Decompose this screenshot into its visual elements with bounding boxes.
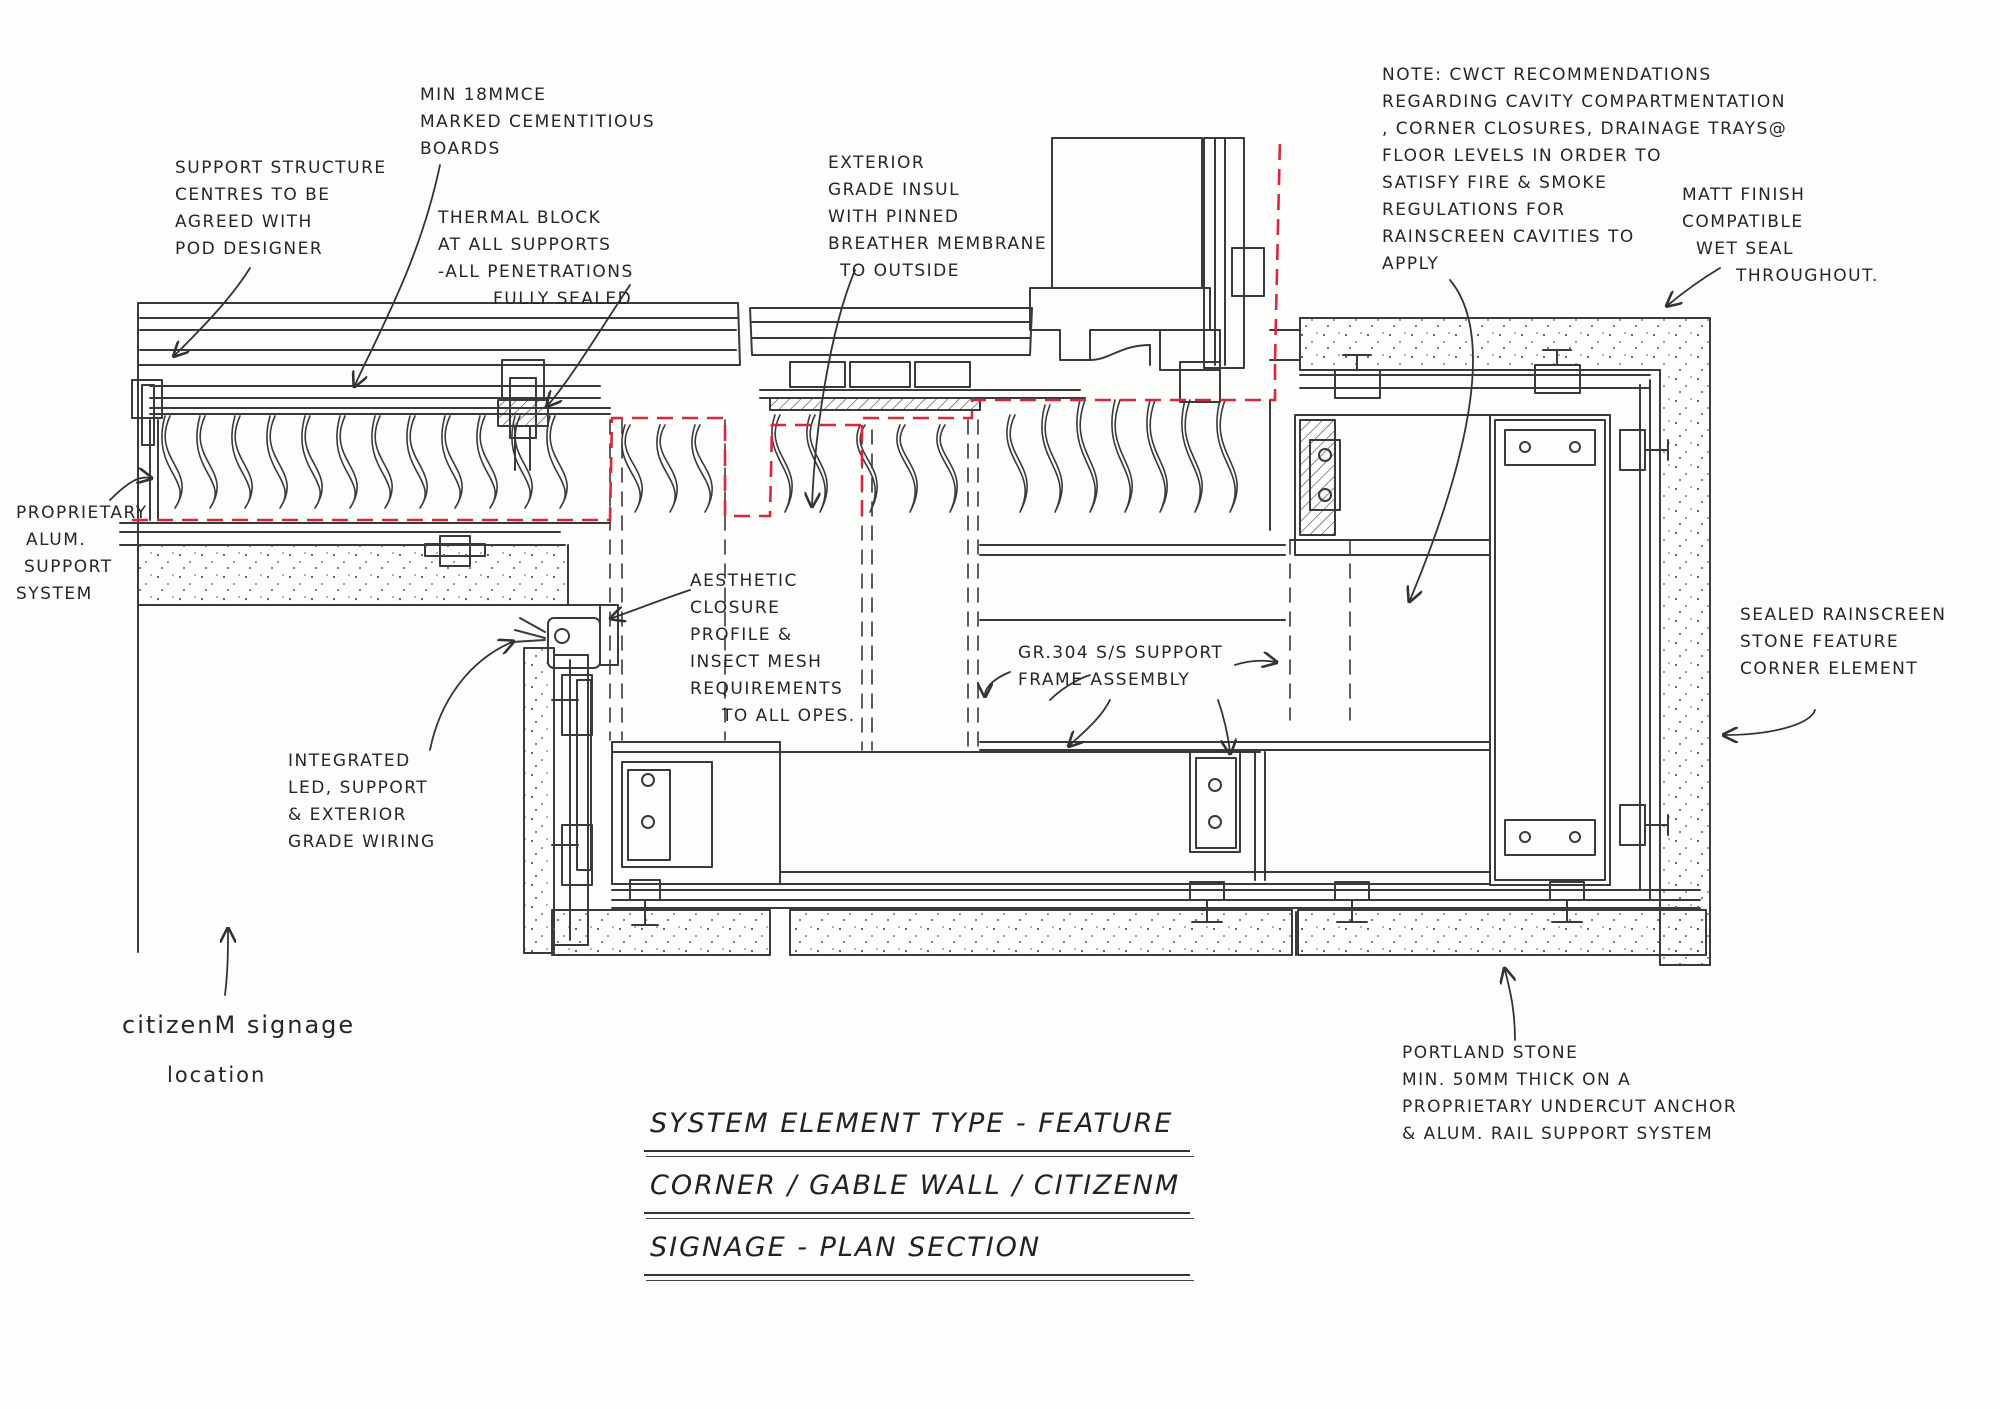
note-sealed-rainscreen: Sealed rainscreen stone feature corner e… [1740, 605, 1947, 679]
title-line-1: System Element Type - Feature [643, 1100, 1195, 1162]
note-integrated-led: Integrated LED, support & exterior grade… [288, 751, 436, 852]
middle-wall-top [749, 307, 1086, 411]
note-support-frame-assembly: GR.304 S/S support frame assembly [1018, 643, 1224, 690]
note-thermal-block: Thermal block at all supports -all penet… [438, 208, 634, 309]
note-exterior-insulation: Exterior grade insul with pinned breathe… [828, 153, 1048, 281]
leader-portland-stone [1505, 970, 1515, 1041]
note-proprietary-alum: Proprietary alum. support system [16, 503, 148, 604]
leader-frame-assembly-b [1234, 661, 1275, 665]
leader-frame-assembly-d [1217, 699, 1230, 752]
title-line-2: Corner / Gable Wall / citizenM [643, 1162, 1195, 1224]
leader-matt-finish [1668, 267, 1721, 305]
leader-cementitious [355, 164, 441, 385]
note-matt-finish: Matt finish compatible wet seal througho… [1682, 185, 1879, 286]
left-wall-top [137, 302, 741, 953]
leader-support-structure [175, 267, 251, 355]
drawing-title: System Element Type - Feature Corner / G… [643, 1100, 1195, 1286]
title-line-3: Signage - Plan Section [643, 1224, 1195, 1286]
leader-aesthetic-closure [612, 589, 691, 618]
leader-window [1049, 674, 1091, 701]
thermal-block-support [497, 359, 549, 471]
leader-sealed-rainscreen [1725, 709, 1816, 735]
lower-frame-assembly [611, 741, 1491, 885]
leader-proprietary-alum [109, 478, 150, 501]
leader-integrated-led [429, 642, 512, 751]
note-support-structure: Support structure centres to be agreed w… [175, 158, 387, 259]
breather-membrane [132, 137, 1282, 522]
leader-frame-assembly-a [985, 671, 1011, 695]
leader-thermal-block [548, 284, 631, 405]
note-portland-stone: Portland stone min. 50mm thick on a prop… [1402, 1043, 1738, 1144]
note-signage-location: citizenM signage location [122, 1011, 356, 1087]
led-housing [511, 604, 619, 669]
signage-stone-return [523, 647, 593, 954]
window-frame [1029, 137, 1265, 403]
insulation-middle [771, 399, 1238, 513]
left-wall-base [119, 522, 611, 606]
bottom-stone-slabs [551, 889, 1707, 956]
leader-signage-location [225, 930, 228, 996]
note-cementitious-boards: Min 18mmCE marked cementitious boards [420, 85, 656, 159]
insulation-left [161, 415, 713, 513]
leader-frame-assembly-c [1070, 699, 1111, 745]
note-aesthetic-closure: Aesthetic closure profile & insect mesh … [690, 571, 856, 726]
leader-cwct-note [1410, 279, 1474, 600]
corner-top-brackets [1334, 349, 1669, 846]
leader-exterior-insul [812, 269, 856, 505]
bottom-anchors [629, 879, 1585, 926]
right-frame-box [1289, 414, 1611, 886]
note-cwct-recommendations: Note: CWCT recommendations regarding cav… [1382, 65, 1788, 274]
left-support-bracket [131, 379, 163, 521]
